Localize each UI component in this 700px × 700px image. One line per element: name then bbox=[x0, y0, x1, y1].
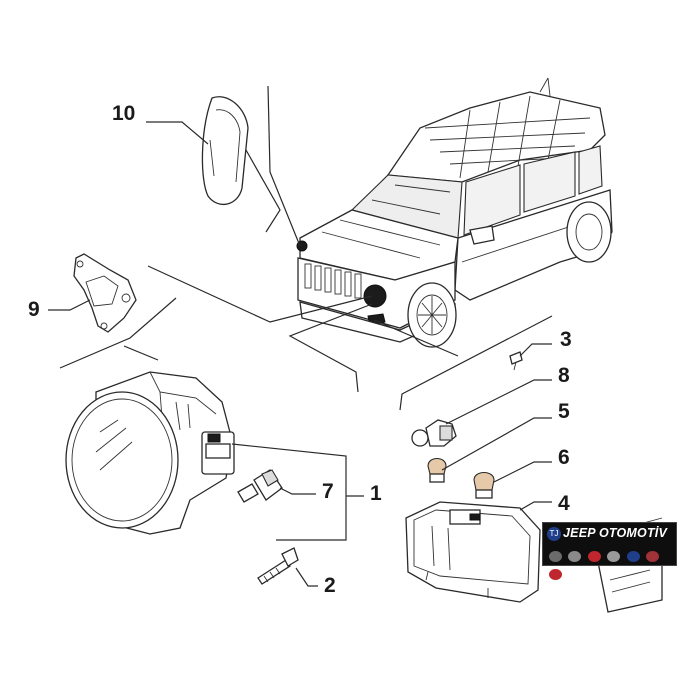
brand-badges bbox=[549, 548, 673, 581]
logo-title: JEEP OTOMOTİV bbox=[563, 526, 668, 540]
badge-icon bbox=[626, 551, 640, 563]
callout-8: 8 bbox=[558, 364, 570, 387]
badge-icon bbox=[646, 551, 660, 563]
badge-icon bbox=[549, 551, 562, 563]
callout-2: 2 bbox=[324, 574, 336, 597]
callout-6: 6 bbox=[558, 446, 570, 469]
callout-10: 10 bbox=[112, 102, 135, 125]
part-bulb-small bbox=[427, 457, 447, 483]
part-side-marker bbox=[201, 96, 249, 206]
part-bulb-socket bbox=[411, 419, 457, 447]
part-fog-lamp bbox=[405, 501, 541, 603]
part-bulb-amber bbox=[473, 471, 495, 499]
part-headlamp-assembly bbox=[65, 371, 235, 535]
callout-9: 9 bbox=[28, 298, 40, 321]
leader-lines bbox=[48, 85, 553, 587]
part-h4-bulb bbox=[237, 469, 283, 503]
callout-5: 5 bbox=[558, 400, 570, 423]
badge-icon bbox=[607, 551, 621, 563]
badge-icon bbox=[549, 569, 562, 581]
vehicle-illustration bbox=[296, 77, 613, 348]
part-mounting-bracket bbox=[73, 253, 137, 333]
part-screw bbox=[509, 351, 523, 371]
brand-mark-icon: TJ bbox=[547, 527, 561, 541]
badge-icon bbox=[587, 551, 601, 563]
badge-icon bbox=[568, 551, 582, 563]
callout-3: 3 bbox=[560, 328, 572, 351]
part-adjusting-screw bbox=[257, 547, 299, 585]
callout-7: 7 bbox=[322, 480, 334, 503]
jeep-otomotiv-logo: TJ JEEP OTOMOTİV bbox=[542, 522, 677, 581]
callout-1: 1 bbox=[370, 482, 382, 505]
callout-4: 4 bbox=[558, 492, 570, 515]
